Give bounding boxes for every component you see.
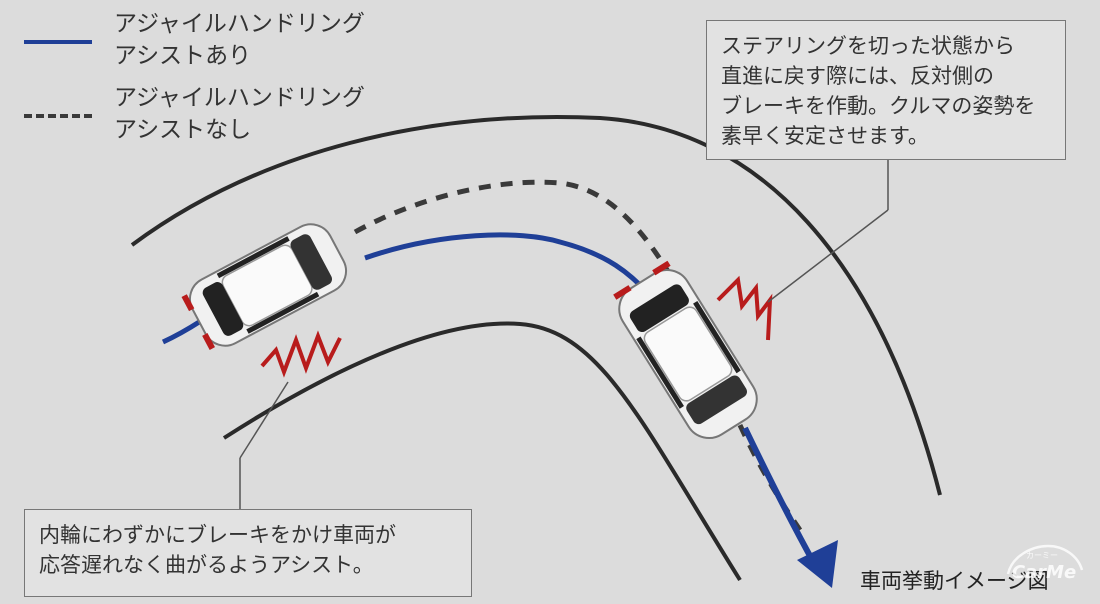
callout-inner-brake: 内輪にわずかにブレーキをかけ車両が 応答遅れなく曲がるようアシスト。 bbox=[24, 509, 472, 597]
callout-bottom-leader bbox=[239, 381, 289, 459]
legend-label-without-assist: アジャイルハンドリング アシストなし bbox=[114, 85, 365, 143]
car-left-brake-light-2 bbox=[202, 333, 215, 350]
legend-swatch-solid bbox=[24, 40, 92, 44]
car-left-brake-light bbox=[181, 294, 195, 312]
path-with-assist-middle bbox=[364, 232, 647, 292]
car-left bbox=[181, 223, 348, 350]
car-right-side-stripe-bottom bbox=[636, 336, 684, 409]
car-right-rear-window bbox=[629, 284, 689, 333]
brake-zigzag-outer bbox=[716, 275, 773, 341]
path-without-assist bbox=[353, 179, 803, 532]
arrow-head bbox=[797, 540, 838, 588]
legend: アジャイルハンドリング アシストあり アジャイルハンドリング アシストなし bbox=[24, 8, 365, 156]
legend-item-without-assist: アジャイルハンドリング アシストなし bbox=[24, 82, 365, 146]
legend-label-with-assist: アジャイルハンドリング アシストあり bbox=[114, 11, 365, 69]
car-right-side-stripe-top bbox=[693, 301, 741, 374]
legend-item-with-assist: アジャイルハンドリング アシストあり bbox=[24, 8, 365, 72]
brake-zigzag-inner bbox=[260, 330, 342, 378]
car-right-windshield bbox=[686, 375, 747, 425]
diagram-caption: 車両挙動イメージ図 bbox=[860, 569, 1049, 593]
watermark-car-outline bbox=[1006, 544, 1084, 575]
callout-top-leader-diagonal bbox=[767, 209, 889, 303]
road-outer-edge bbox=[130, 115, 942, 496]
car-right bbox=[613, 260, 758, 439]
car-right-brake-light bbox=[652, 260, 671, 276]
watermark-logo-text: CarMe bbox=[1012, 562, 1076, 583]
path-with-assist-end bbox=[742, 426, 818, 567]
car-left-rear-window bbox=[202, 282, 244, 336]
car-right-roof bbox=[643, 306, 733, 402]
callout-outer-brake: ステアリングを切った状態から 直進に戻す際には、反対側の ブレーキを作動。クルマ… bbox=[706, 20, 1066, 160]
carme-watermark-logo: カーミー CarMe bbox=[1006, 544, 1084, 583]
car-left-side-stripe-top bbox=[216, 236, 290, 279]
car-right-brake-light-2 bbox=[613, 285, 632, 300]
legend-swatch-dashed bbox=[24, 114, 92, 118]
road-inner-edge bbox=[222, 321, 742, 582]
car-left-windshield bbox=[290, 234, 333, 290]
car-left-side-stripe-bottom bbox=[246, 291, 320, 334]
watermark-small-text: カーミー bbox=[1026, 551, 1058, 560]
